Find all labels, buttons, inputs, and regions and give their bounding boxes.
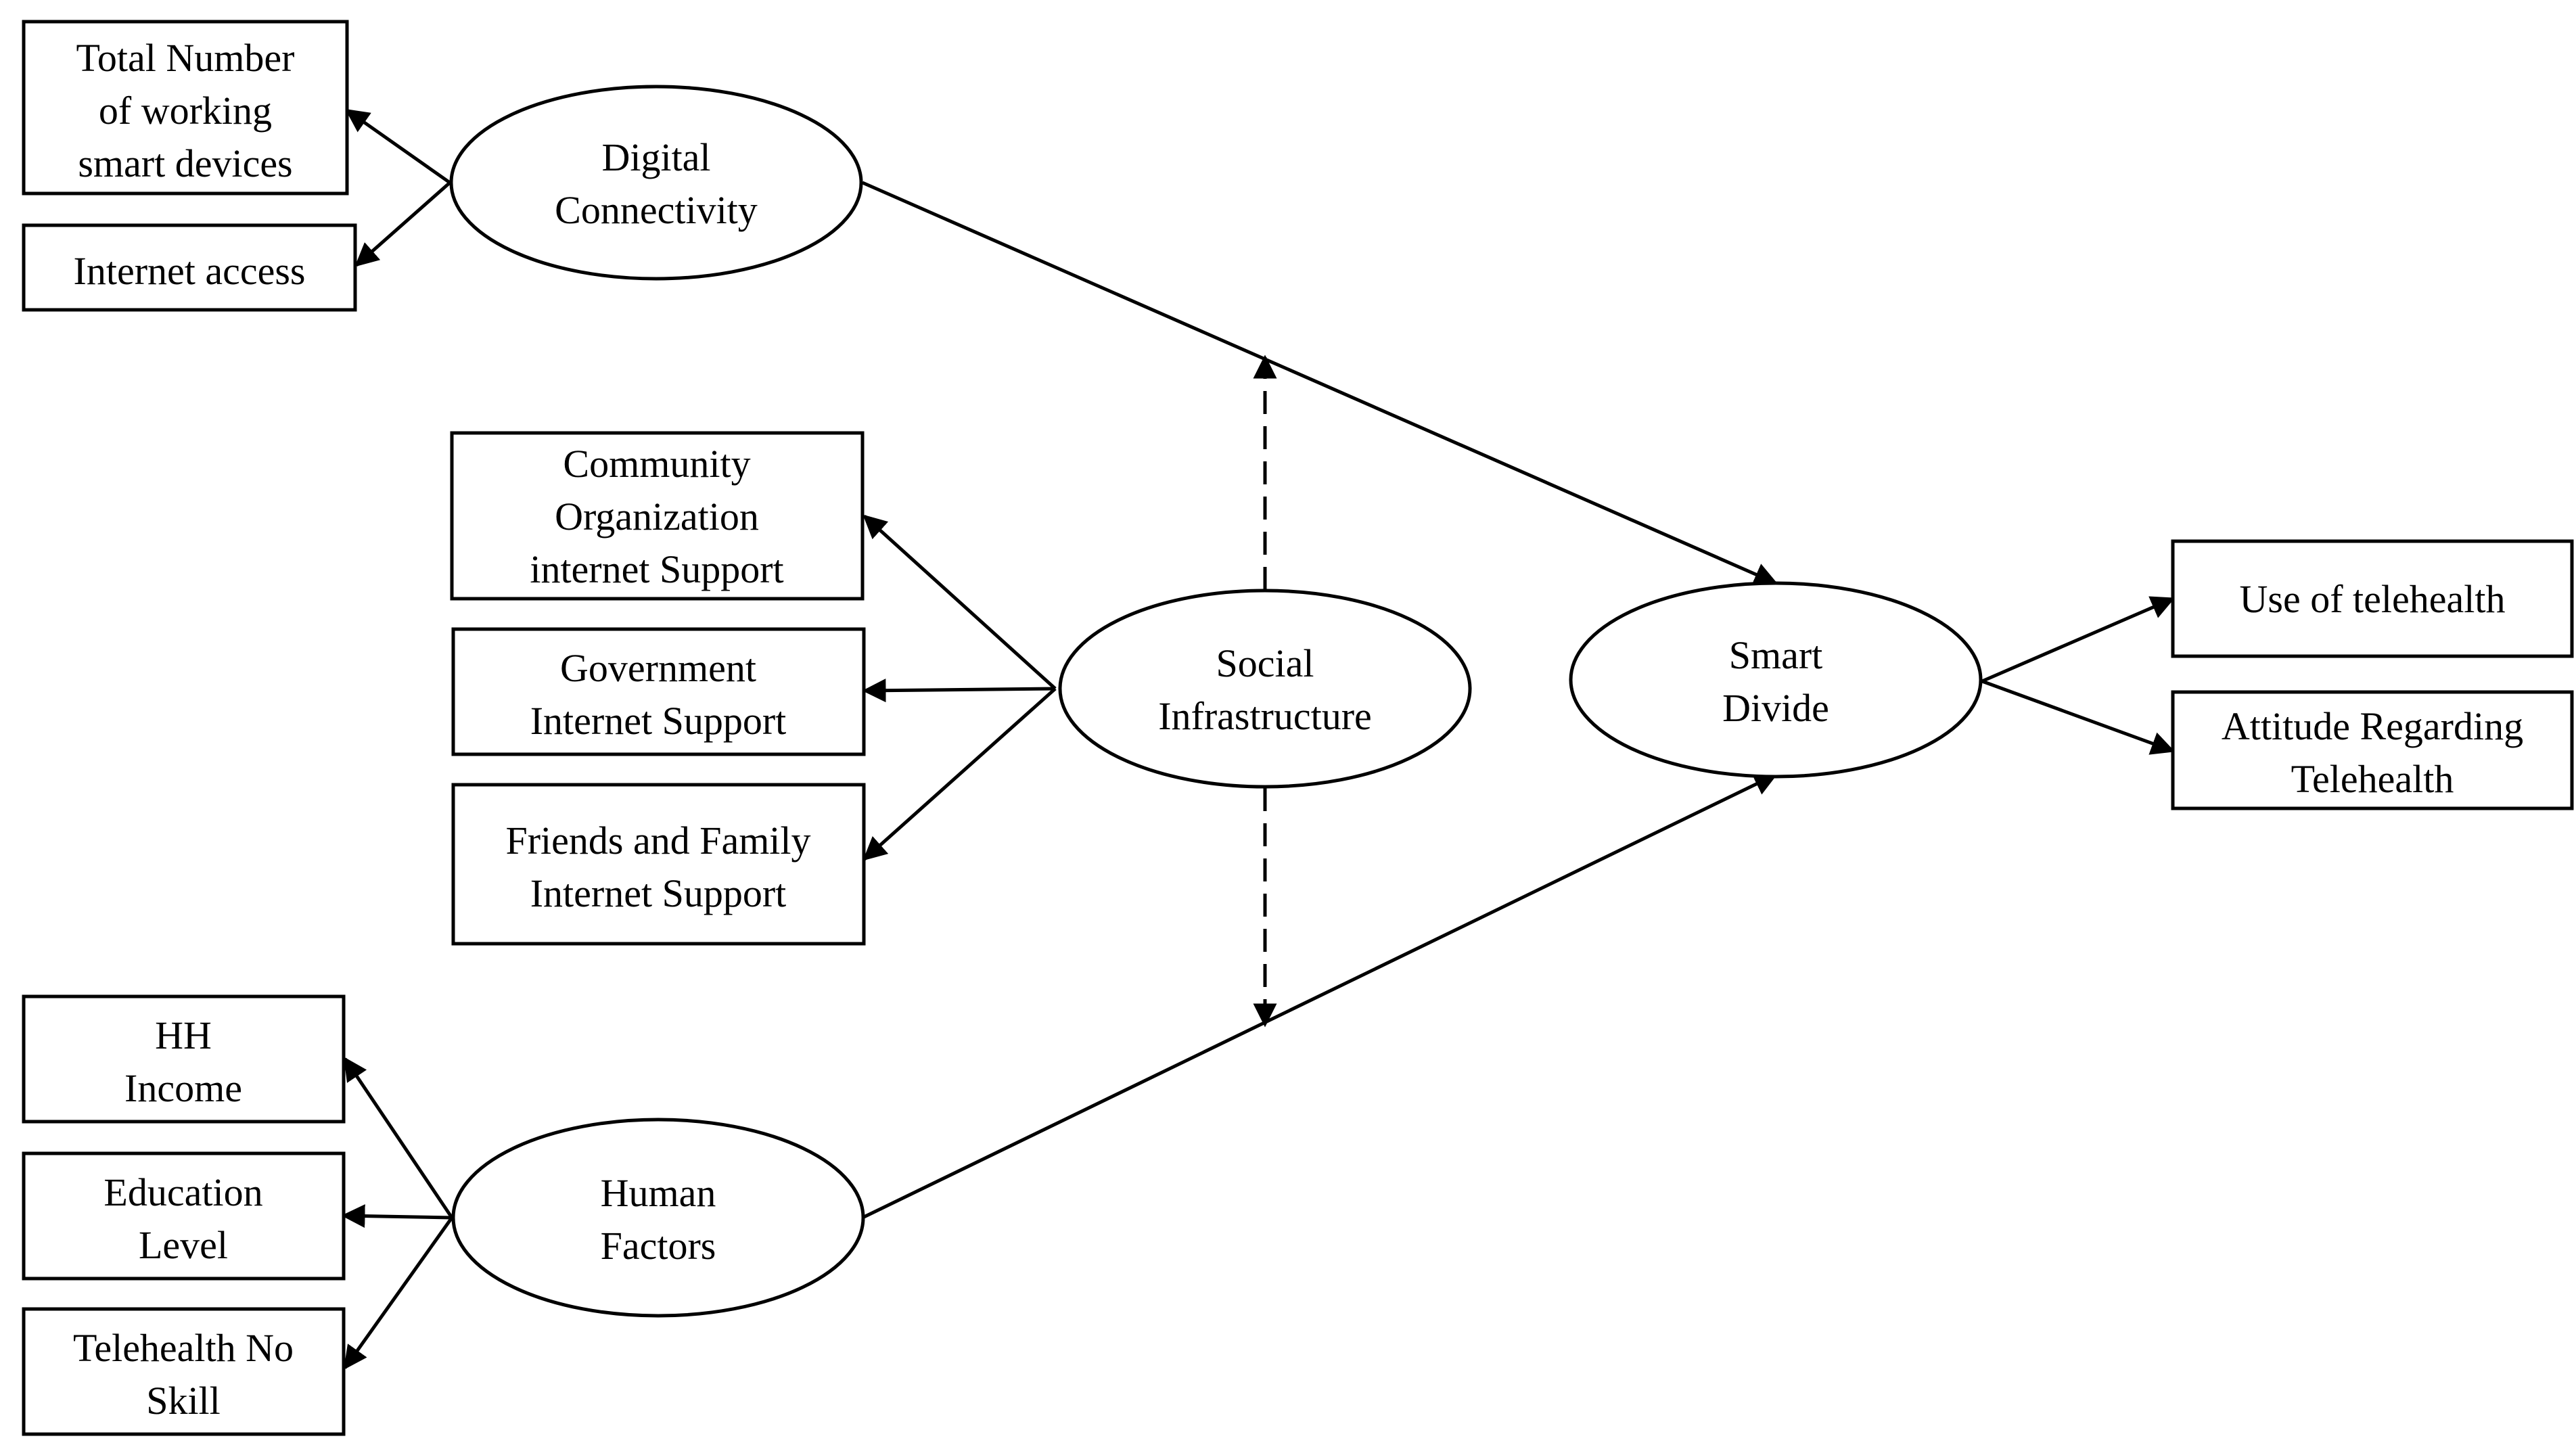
arrow-social-to-government [862,679,1056,703]
indicator-education: Education Level [22,1151,346,1281]
education-label-1: Education [104,1170,262,1214]
hh-income-label-2: Income [124,1066,242,1110]
construct-social-infrastructure: Social Infrastructure [1058,589,1472,789]
education-label-2: Level [139,1223,228,1267]
social-infrastructure-label-2: Infrastructure [1158,694,1372,738]
arrow-human-to-telehealth-skill [343,1216,454,1370]
friends-family-label-2: Internet Support [530,871,787,915]
internet-access-label: Internet access [74,249,306,293]
indicator-use-telehealth: Use of telehealth [2171,539,2574,658]
construct-digital-connectivity: Digital Connectivity [449,85,863,281]
indicator-total-devices: Total Number of working smart devices [22,20,349,196]
total-devices-label-2: of working [99,89,272,133]
digital-connectivity-label-1: Digital [601,135,710,179]
arrow-digital-to-smart-divide [861,181,1778,586]
indicator-hh-income: HH Income [22,994,346,1124]
total-devices-label-3: smart devices [78,141,292,185]
human-factors-label-1: Human [601,1171,716,1215]
total-devices-label-1: Total Number [76,36,295,80]
indicator-telehealth-skill: Telehealth No Skill [22,1307,346,1436]
indicator-community-org: Community Organization internet Support [450,431,865,601]
arrow-human-to-education [341,1204,453,1228]
social-infrastructure-label-1: Social [1216,641,1314,685]
attitude-label-1: Attitude Regarding [2222,704,2523,748]
community-org-label-3: internet Support [530,547,783,591]
community-org-label-1: Community [563,442,750,486]
government-label-1: Government [560,646,756,690]
smart-divide-label-2: Divide [1722,686,1829,730]
arrow-human-to-smart-divide [861,773,1778,1220]
hh-income-label-1: HH [155,1013,212,1057]
attitude-label-2: Telehealth [2291,757,2454,801]
community-org-label-2: Organization [555,495,759,538]
government-label-2: Internet Support [530,699,787,743]
arrow-social-to-friends-family [862,687,1057,861]
arrow-social-to-community-org [862,514,1057,690]
indicator-attitude: Attitude Regarding Telehealth [2171,690,2574,810]
indicator-friends-family: Friends and Family Internet Support [451,783,866,946]
indicator-government: Government Internet Support [451,627,866,756]
telehealth-skill-label-1: Telehealth No [73,1326,294,1370]
human-factors-label-2: Factors [601,1224,716,1268]
construct-human-factors: Human Factors [451,1118,865,1318]
smart-divide-label-1: Smart [1729,633,1823,677]
friends-family-label-1: Friends and Family [505,819,810,863]
indicator-internet-access: Internet access [22,223,357,312]
use-telehealth-label: Use of telehealth [2240,577,2506,621]
arrow-digital-to-total-devices [345,108,451,185]
digital-connectivity-label-2: Connectivity [555,188,758,232]
arrow-smart-to-use-telehealth [1981,596,2176,683]
construct-smart-divide: Smart Divide [1569,581,1983,779]
arrow-digital-to-internet-access [354,181,451,267]
arrow-human-to-hh-income [343,1057,454,1219]
telehealth-skill-label-2: Skill [146,1379,221,1423]
arrow-smart-to-attitude [1981,679,2176,755]
